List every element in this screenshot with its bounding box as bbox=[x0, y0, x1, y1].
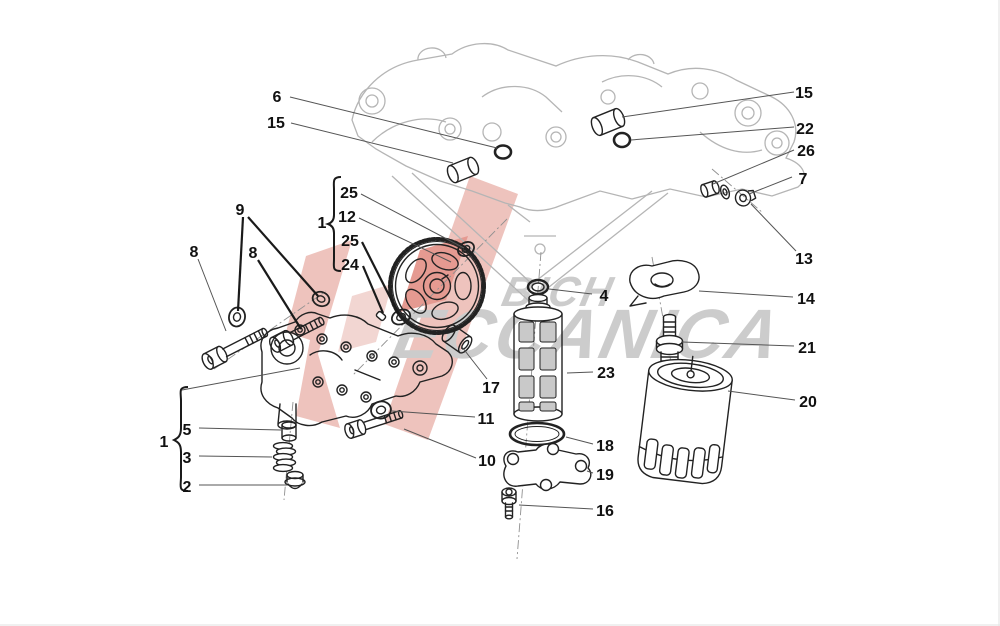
crankcase-drawing bbox=[351, 43, 805, 303]
leader-line-26 bbox=[712, 149, 795, 185]
leader-line-16 bbox=[518, 504, 594, 510]
callout-15: 15 bbox=[795, 85, 813, 102]
filter-cartridge-23 bbox=[513, 293, 563, 422]
leader-line-11 bbox=[391, 410, 476, 418]
callout-18: 18 bbox=[596, 438, 614, 455]
leader-line-9 bbox=[247, 216, 319, 297]
callout-9: 9 bbox=[236, 202, 245, 219]
leader-line-6 bbox=[289, 96, 498, 149]
bracket-14 bbox=[629, 259, 700, 307]
leader-line-8 bbox=[197, 258, 227, 332]
callout-23: 23 bbox=[597, 365, 615, 382]
leader-line-5 bbox=[198, 427, 282, 431]
bolt-16 bbox=[501, 487, 517, 520]
callout-26: 26 bbox=[797, 143, 815, 160]
o-ring-18 bbox=[508, 421, 566, 447]
key-24 bbox=[375, 310, 387, 322]
washer-9-right bbox=[311, 290, 331, 308]
washer-26 bbox=[719, 184, 731, 200]
union-21 bbox=[655, 313, 684, 371]
leader-line-13 bbox=[750, 203, 797, 252]
leader-line-22 bbox=[630, 126, 795, 141]
leader-line-14 bbox=[698, 290, 794, 298]
group-brackets bbox=[171, 176, 342, 492]
leader-line-24 bbox=[361, 265, 385, 314]
callout-24: 24 bbox=[341, 257, 359, 274]
bracket-group-1-right bbox=[324, 176, 342, 272]
callout-8: 8 bbox=[190, 244, 199, 261]
lock-washer-11 bbox=[370, 400, 392, 420]
bolt-8-left bbox=[201, 327, 269, 370]
banjo-plug-7 bbox=[734, 189, 757, 207]
leader-line-20 bbox=[727, 390, 796, 401]
callout-17: 17 bbox=[482, 380, 500, 397]
drive-gear-12 bbox=[388, 237, 486, 335]
leader-line-3 bbox=[198, 455, 273, 458]
plug-26 bbox=[700, 180, 720, 198]
callout-20: 20 bbox=[799, 394, 817, 411]
callout-22: 22 bbox=[796, 121, 814, 138]
leader-line-10 bbox=[403, 428, 477, 459]
callout-3: 3 bbox=[183, 450, 192, 467]
leader-line-9 bbox=[236, 216, 245, 312]
leader-line-4 bbox=[548, 288, 593, 295]
callout-2: 2 bbox=[183, 479, 192, 496]
bolt-10 bbox=[344, 409, 404, 439]
bushing-17 bbox=[441, 324, 473, 354]
callout-14: 14 bbox=[797, 291, 815, 308]
callout-25: 25 bbox=[340, 185, 358, 202]
oil-filter-20 bbox=[637, 355, 733, 485]
leader-line-8 bbox=[257, 259, 302, 330]
callout-6: 6 bbox=[273, 89, 282, 106]
callout-7: 7 bbox=[799, 171, 808, 188]
valve-piston-5 bbox=[281, 421, 297, 442]
o-ring-6 bbox=[493, 144, 513, 160]
o-ring-22 bbox=[612, 131, 632, 149]
leader-line-15 bbox=[290, 122, 454, 164]
callout-8: 8 bbox=[249, 245, 258, 262]
leader-line-15 bbox=[621, 91, 795, 118]
leader-line-25 bbox=[360, 193, 465, 249]
callout-12: 12 bbox=[338, 209, 356, 226]
valve-spring-3 bbox=[272, 441, 297, 473]
callout-10: 10 bbox=[478, 453, 496, 470]
callout-19: 19 bbox=[596, 467, 614, 484]
callout-13: 13 bbox=[795, 251, 813, 268]
callout-21: 21 bbox=[798, 340, 816, 357]
leader-line-7 bbox=[748, 176, 793, 195]
leader-line-21 bbox=[681, 341, 795, 347]
callout-5: 5 bbox=[183, 422, 192, 439]
bracket-group-1-left bbox=[171, 386, 189, 492]
leader-line-25 bbox=[361, 241, 400, 316]
callout-25: 25 bbox=[341, 233, 359, 250]
cover-19 bbox=[503, 442, 592, 492]
callout-1: 1 bbox=[160, 434, 169, 451]
leader-lines bbox=[181, 91, 797, 510]
leader-line-19 bbox=[586, 470, 594, 474]
valve-plug-2 bbox=[284, 470, 306, 490]
callout-4: 4 bbox=[600, 288, 609, 305]
leader-line-23 bbox=[566, 371, 594, 374]
leader-line-18 bbox=[565, 436, 594, 445]
dowel-bushing-15-left bbox=[446, 156, 480, 184]
callout-16: 16 bbox=[596, 503, 614, 520]
washer-25-top bbox=[457, 241, 475, 257]
callout-15: 15 bbox=[267, 115, 285, 132]
callout-11: 11 bbox=[478, 411, 495, 428]
callout-1: 1 bbox=[318, 215, 327, 232]
dowel-bushing-15-right bbox=[590, 107, 626, 137]
leader-line-17 bbox=[461, 346, 488, 380]
leader-line-12 bbox=[358, 217, 452, 263]
leader-line-1 bbox=[181, 367, 301, 391]
oil-pump-body bbox=[260, 311, 453, 430]
